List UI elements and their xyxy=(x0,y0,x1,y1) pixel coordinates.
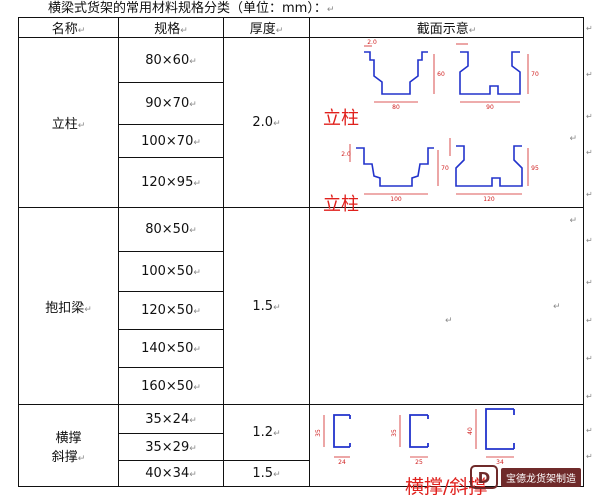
box-beam-spec: 140×50↵ xyxy=(118,329,224,368)
header-diagram: 截面示意↵ xyxy=(309,17,584,38)
box-beam-diagram-cell: ↵ ↵ xyxy=(309,207,584,405)
upright-section-120-shape xyxy=(455,145,523,187)
brace-section-1-width: 24 xyxy=(338,459,346,466)
brace-thickness-a: 1.2↵ xyxy=(223,404,310,461)
table-row: 立柱↵ 80×60↵ 2.0↵ xyxy=(18,37,584,226)
row-end-mark: ↵ xyxy=(586,148,593,157)
table-row: 90×70↵ xyxy=(19,82,584,125)
box-beam-return-mark-1: ↵ xyxy=(553,302,561,312)
header-spec: 规格↵ xyxy=(118,17,224,38)
brace-section-3-height: 40 xyxy=(467,427,474,435)
upright-section-90-side: 70 xyxy=(531,71,539,78)
brace-section-35x24-shape xyxy=(333,414,351,448)
upright-section-80-bottom: 80 xyxy=(392,104,400,111)
brace-section-2-height: 35 xyxy=(391,429,398,437)
row-end-mark: ↵ xyxy=(586,354,593,363)
table-row: 40×34↵ 1.5↵ xyxy=(19,460,584,487)
table-row: 160×50↵ xyxy=(19,367,584,405)
upright-section-diagrams: 80 60 2.0 90 70 100 70 2.0 120 95 xyxy=(341,39,539,203)
header-row: 名称↵ 规格↵ 厚度↵ 截面示意↵ xyxy=(18,17,584,38)
upright-section-90-shape xyxy=(459,51,521,95)
upright-section-120-side: 95 xyxy=(531,165,539,172)
brace-spec: 35×29↵ xyxy=(118,433,224,461)
upright-section-90-bottom: 90 xyxy=(486,104,494,111)
row-end-mark: ↵ xyxy=(586,452,593,461)
brand-text: 宝德龙货架制造 xyxy=(501,467,581,487)
upright-section-80-lip: 2.0 xyxy=(367,39,377,46)
row-end-mark: ↵ xyxy=(586,112,593,121)
table-row: 140×50↵ xyxy=(19,329,584,368)
upright-section-100-lip: 2.0 xyxy=(341,151,351,158)
row-end-mark: ↵ xyxy=(586,392,593,401)
brace-label: 横撑/斜撑 xyxy=(405,476,488,498)
box-beam-spec: 80×50↵ xyxy=(118,207,224,252)
upright-spec: 120×95↵ xyxy=(118,157,224,208)
upright-spec: 90×70↵ xyxy=(118,82,224,125)
upright-section-100-shape xyxy=(356,147,434,187)
upright-thickness: 2.0↵ xyxy=(223,37,310,208)
box-beam-spec: 160×50↵ xyxy=(118,367,224,405)
upright-section-80-side: 60 xyxy=(437,71,445,78)
row-end-mark: ↵ xyxy=(586,70,593,79)
box-beam-name: 抱扣梁↵ xyxy=(18,207,119,405)
brand-logo-icon: D xyxy=(470,465,498,489)
brace-name: 横撑 斜撑↵ xyxy=(18,404,119,487)
row-end-mark: ↵ xyxy=(586,24,593,33)
brace-thickness-b: 1.5↵ xyxy=(223,460,310,487)
upright-section-120-bottom: 120 xyxy=(483,196,495,203)
table-row: 100×50↵ xyxy=(19,251,584,292)
row-end-mark: ↵ xyxy=(586,426,593,435)
brace-spec: 35×24↵ xyxy=(118,404,224,434)
row-end-mark: ↵ xyxy=(586,316,593,325)
upright-diagram-cell: 80 60 2.0 90 70 100 70 2.0 120 95 立柱 立柱 … xyxy=(309,37,584,226)
brace-section-2-width: 25 xyxy=(415,459,423,466)
brace-section-3-width: 34 xyxy=(496,459,504,466)
upright-section-100-bottom: 100 xyxy=(390,196,402,203)
header-name: 名称↵ xyxy=(18,17,119,38)
upright-section-80-shape xyxy=(364,51,428,95)
box-beam-spec: 100×50↵ xyxy=(118,251,224,292)
table-row: 横撑 斜撑↵ 35×24↵ 1.2↵ xyxy=(18,404,584,487)
spec-table: 名称↵ 规格↵ 厚度↵ 截面示意↵ 立柱↵ 80×60↵ 2.0↵ xyxy=(18,17,584,487)
table-row: 120×95↵ xyxy=(19,157,584,208)
brand-watermark: D 宝德龙货架制造 xyxy=(470,464,581,490)
header-thickness: 厚度↵ xyxy=(223,17,310,38)
upright-section-100-side: 70 xyxy=(441,165,449,172)
row-end-mark: ↵ xyxy=(586,190,593,199)
brace-section-diagrams: 24 35 25 35 34 40 xyxy=(315,408,515,466)
table-row: 抱扣梁↵ 80×50↵ 1.5↵ ↵ ↵ xyxy=(18,207,584,405)
row-end-mark: ↵ xyxy=(586,236,593,245)
brace-section-35x25-shape xyxy=(409,414,429,448)
brace-section-40x34-shape xyxy=(485,408,515,450)
box-beam-spec: 120×50↵ xyxy=(118,291,224,330)
upright-name: 立柱↵ xyxy=(18,37,119,208)
upright-return-mark-1: ↵ xyxy=(569,134,577,144)
box-beam-return-mark-2: ↵ xyxy=(445,316,453,326)
brace-section-1-height: 35 xyxy=(315,429,322,437)
svg-text:D: D xyxy=(478,469,490,487)
row-end-mark: ↵ xyxy=(586,278,593,287)
upright-spec: 80×60↵ xyxy=(118,37,224,83)
table-caption: 横梁式货架的常用材料规格分类（单位：mm）：↵ xyxy=(48,1,335,16)
upright-label-top: 立柱 xyxy=(323,108,359,129)
box-beam-thickness: 1.5↵ xyxy=(223,207,310,405)
upright-spec: 100×70↵ xyxy=(118,124,224,158)
brace-spec: 40×34↵ xyxy=(118,460,224,487)
